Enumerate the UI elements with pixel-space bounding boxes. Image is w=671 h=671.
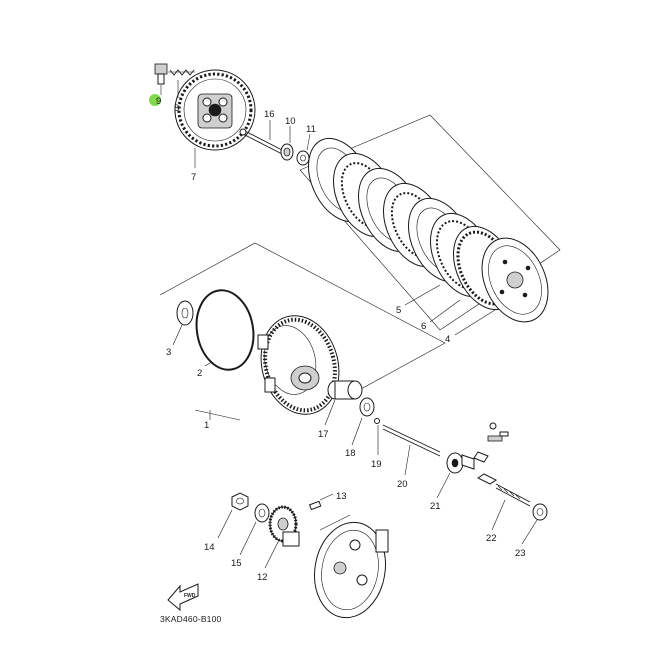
part-1-clutch-housing <box>257 315 340 415</box>
callout-9: 9 <box>156 96 161 107</box>
part-22-adjust-screw <box>477 473 531 507</box>
part-19-ball <box>374 418 380 424</box>
small-hardware <box>473 422 509 463</box>
callout-20: 20 <box>397 479 408 490</box>
part-15-washer <box>254 503 270 523</box>
part-17-bushing <box>327 380 363 400</box>
part-23-nut <box>532 503 548 521</box>
callout-22: 22 <box>486 533 497 544</box>
part-12-drive-gear <box>268 505 300 547</box>
fwd-label: FWD <box>184 593 196 599</box>
part-20-pushrod <box>382 424 441 457</box>
callout-13: 13 <box>336 491 347 502</box>
callout-23: 23 <box>515 548 526 559</box>
clutch-plate-stack <box>299 114 561 331</box>
callout-11: 11 <box>306 124 316 135</box>
callout-12: 12 <box>257 572 268 583</box>
callout-10: 10 <box>285 116 296 127</box>
callout-18: 18 <box>345 448 356 459</box>
part-4-pressure-plate <box>481 237 549 323</box>
crank-balancer <box>314 514 389 619</box>
callout-2: 2 <box>197 368 202 379</box>
callout-4: 4 <box>445 334 450 345</box>
callout-3: 3 <box>166 347 171 358</box>
part-3-washer <box>176 300 194 326</box>
highlight-marker <box>149 94 161 106</box>
diagram-code: 3KAD460-B100 <box>160 614 222 624</box>
fwd-arrow-icon: FWD <box>167 583 199 612</box>
callout-5: 5 <box>396 305 401 316</box>
part-18-washer <box>359 397 375 417</box>
callout-7: 7 <box>191 172 196 183</box>
part-7-sprocket <box>174 69 256 151</box>
callout-21: 21 <box>430 501 441 512</box>
part-16-pushrod <box>239 128 283 155</box>
part-8-spring <box>168 69 195 76</box>
part-11-washer <box>296 150 310 166</box>
leader-lines <box>160 80 538 569</box>
callout-17: 17 <box>318 429 329 440</box>
callout-14: 14 <box>204 542 215 553</box>
part-2-o-ring <box>195 289 255 371</box>
part-21-push-lever <box>446 452 475 474</box>
part-9-bolt <box>149 63 168 106</box>
callout-19: 19 <box>371 459 382 470</box>
part-13-key <box>308 500 322 511</box>
callout-6: 6 <box>421 321 426 332</box>
part-14-nut <box>231 492 249 511</box>
part-10-washer <box>280 143 294 161</box>
callout-1: 1 <box>204 420 209 431</box>
callout-16: 16 <box>264 109 275 120</box>
callout-15: 15 <box>231 558 242 569</box>
callout-8: 8 <box>174 103 179 114</box>
clutch-housing-group <box>159 242 446 421</box>
callout-labels: 9 8 7 16 10 11 5 6 4 3 2 1 17 18 19 20 2… <box>156 96 526 583</box>
